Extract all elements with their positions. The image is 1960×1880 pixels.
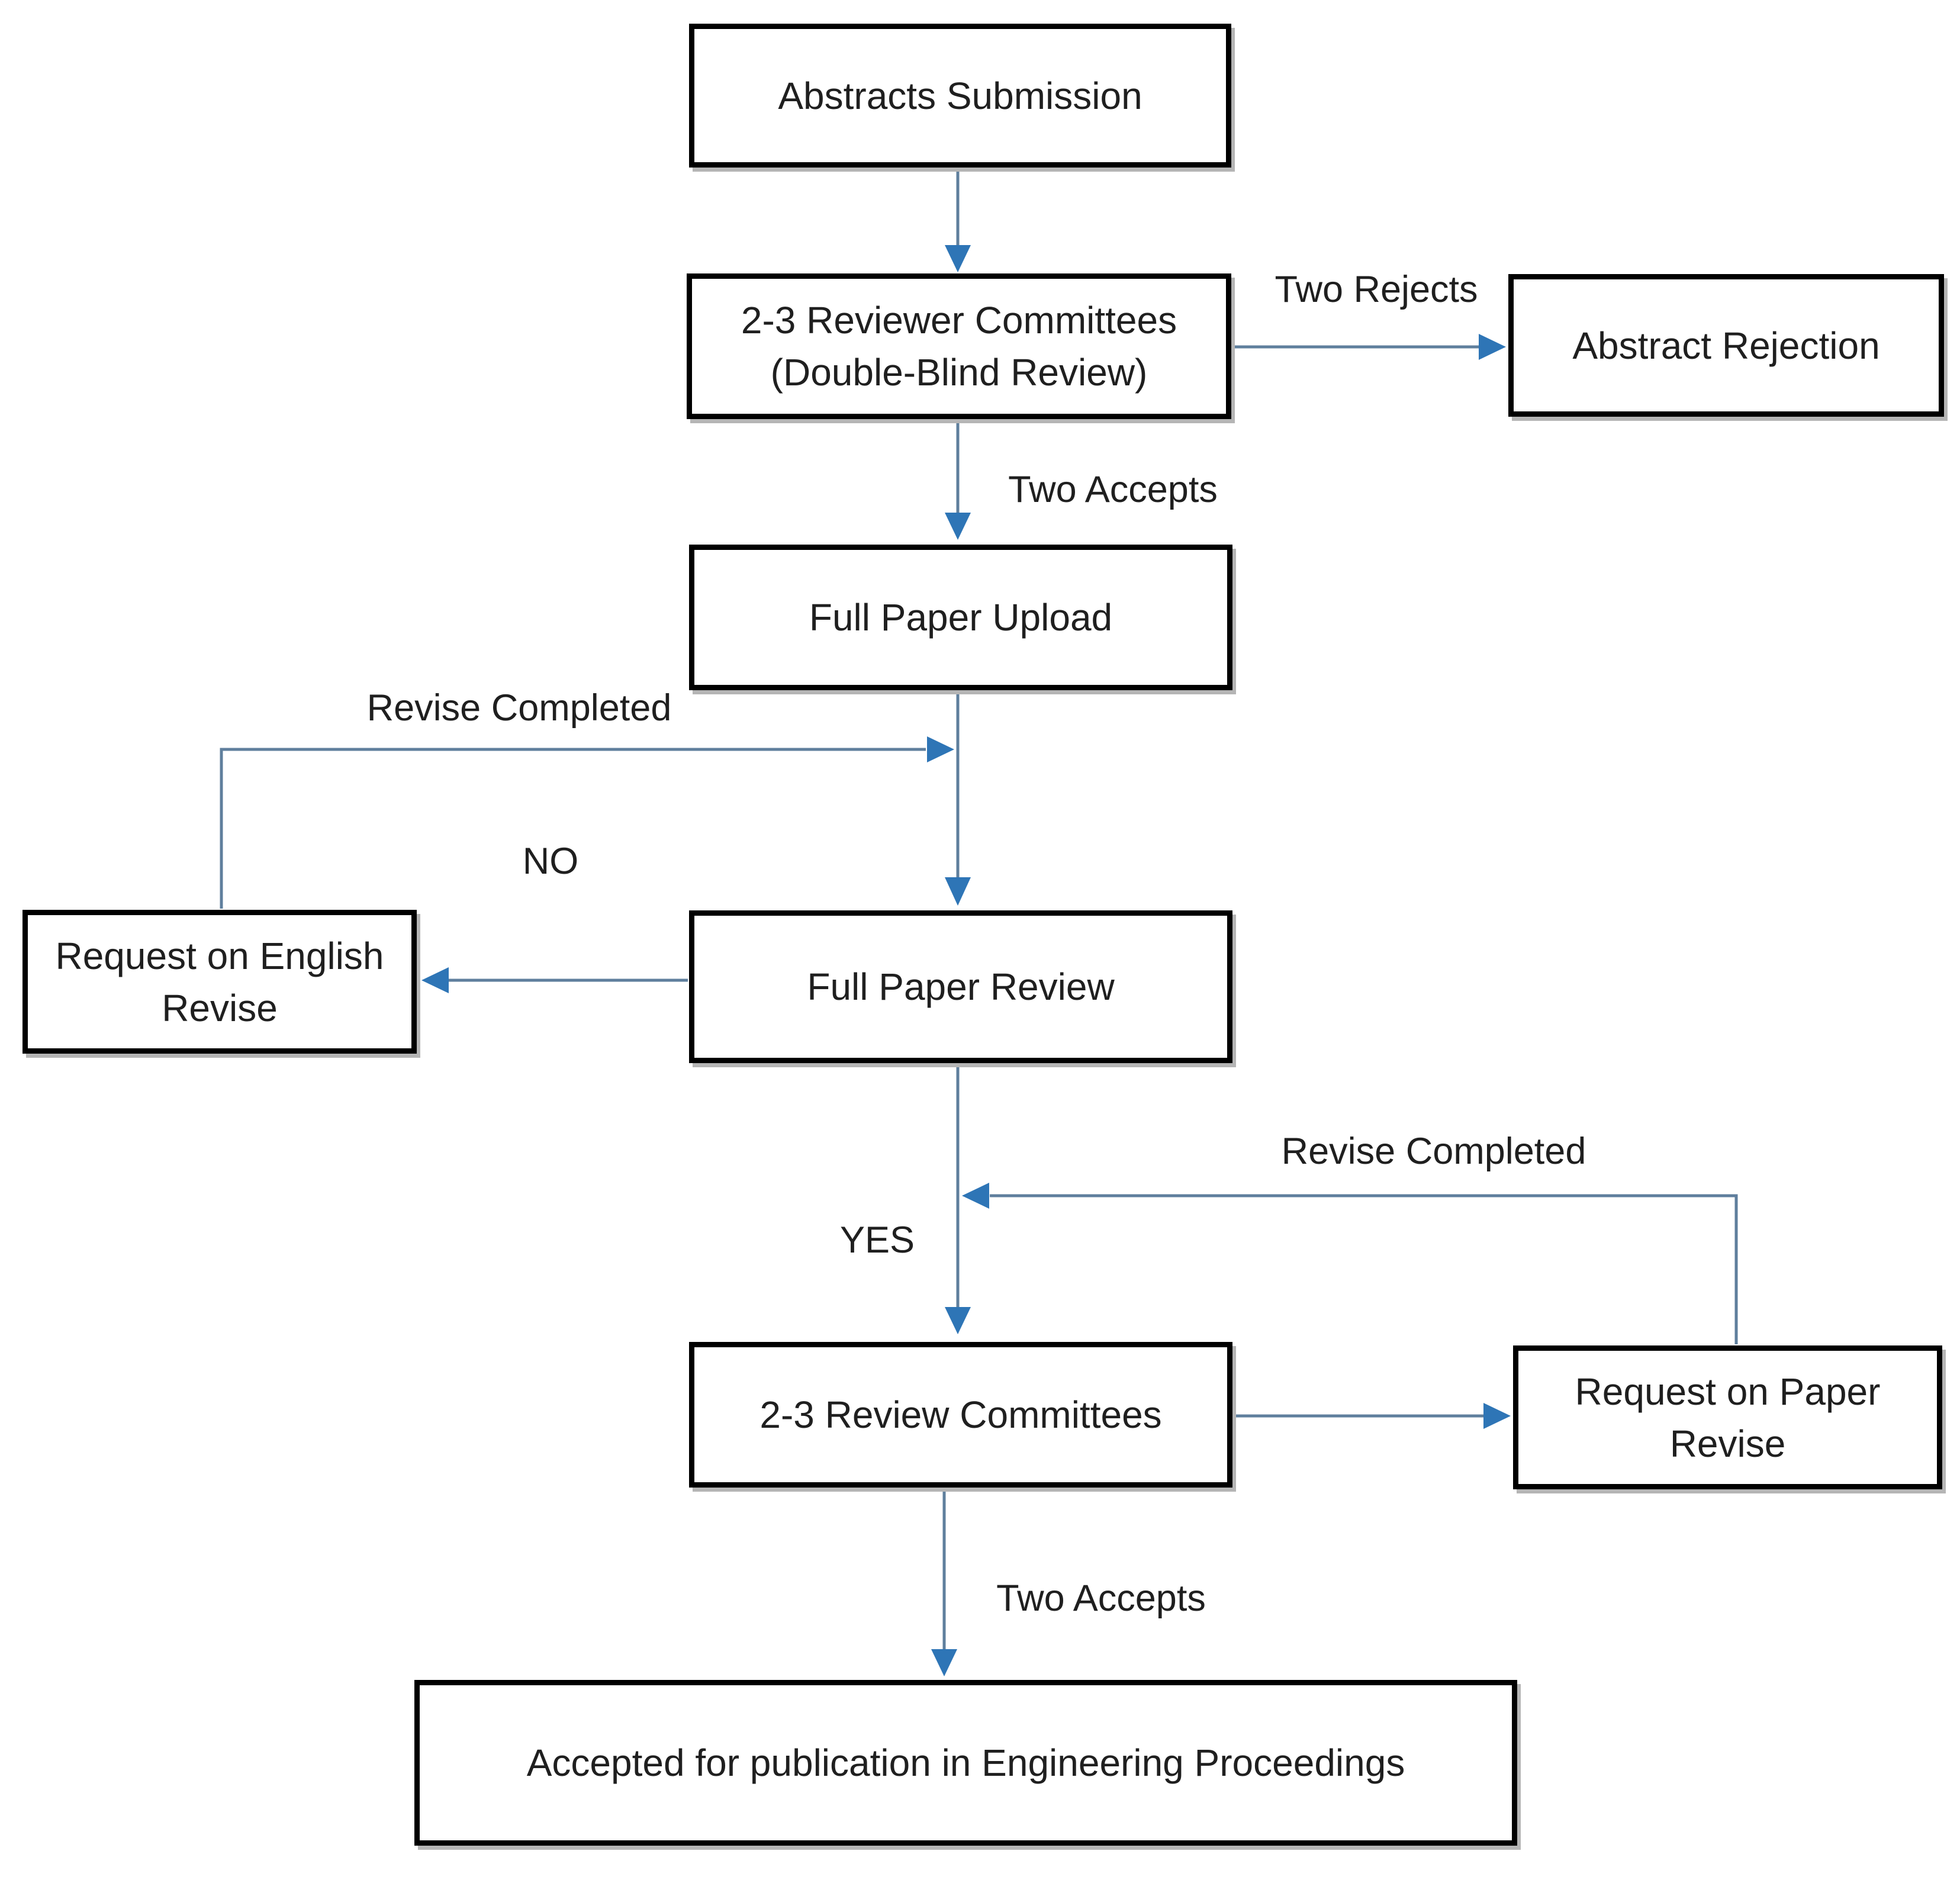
node-full-paper-upload-label: Full Paper Upload — [809, 596, 1113, 639]
node-full-paper-upload: Full Paper Upload — [689, 545, 1232, 690]
node-request-english-revise: Request on English Revise — [22, 910, 417, 1054]
node-abstracts-submission-label: Abstracts Submission — [778, 74, 1142, 117]
edge-review-committees-to-accepted — [931, 1489, 957, 1676]
node-reviewer-committees-line2: (Double-Blind Review) — [770, 351, 1148, 394]
node-abstract-rejection: Abstract Rejection — [1508, 274, 1944, 417]
node-abstracts-submission: Abstracts Submission — [689, 24, 1231, 168]
edge-paper-revise-feedback — [962, 1183, 1738, 1344]
edge-submission-to-committees — [945, 168, 971, 272]
node-request-paper-revise: Request on Paper Revise — [1513, 1345, 1942, 1489]
arrowhead-right — [927, 736, 954, 762]
node-review-committees: 2-3 Review Committees — [689, 1342, 1232, 1488]
edge-upload-to-review — [945, 690, 971, 906]
edge-label-yes: YES — [839, 1219, 915, 1261]
edge-line — [990, 1194, 1738, 1344]
edge-label-two-rejects: Two Rejects — [1275, 269, 1478, 310]
arrowhead-left — [962, 1183, 989, 1209]
arrowhead-down — [945, 1307, 971, 1334]
node-abstract-rejection-label: Abstract Rejection — [1572, 324, 1880, 367]
edge-review-to-english-revise — [421, 967, 688, 993]
node-accepted-publication-label: Accepted for publication in Engineering … — [526, 1741, 1405, 1784]
arrowhead-down — [945, 245, 971, 272]
edge-review-to-review-committees — [945, 1064, 971, 1334]
edge-label-revise-completed-right: Revise Completed — [1281, 1131, 1586, 1172]
edge-english-revise-feedback — [220, 736, 954, 909]
node-full-paper-review-label: Full Paper Review — [807, 965, 1115, 1008]
node-accepted-publication: Accepted for publication in Engineering … — [414, 1680, 1517, 1846]
arrowhead-left — [421, 967, 449, 993]
node-reviewer-committees: 2-3 Reviewer Committees (Double-Blind Re… — [687, 273, 1231, 419]
node-request-english-revise-line2: Revise — [162, 986, 278, 1029]
edge-label-no: NO — [522, 841, 579, 882]
edge-committees-to-upload — [945, 420, 971, 540]
node-full-paper-review: Full Paper Review — [689, 910, 1232, 1063]
arrowhead-right — [1479, 334, 1506, 360]
edge-review-committees-to-paper-revise — [1234, 1403, 1511, 1429]
arrowhead-down — [945, 513, 971, 540]
arrowhead-down — [945, 877, 971, 906]
node-request-paper-revise-line2: Revise — [1669, 1422, 1786, 1465]
edge-label-two-accepts-bottom: Two Accepts — [996, 1578, 1206, 1619]
edge-label-two-accepts-top: Two Accepts — [1008, 469, 1218, 510]
node-request-english-revise-line1: Request on English — [55, 934, 384, 977]
edge-line — [220, 748, 926, 909]
edge-committees-to-rejection — [1232, 334, 1506, 360]
node-review-committees-label: 2-3 Review Committees — [759, 1393, 1162, 1436]
edge-label-revise-completed-left: Revise Completed — [366, 687, 672, 729]
node-request-paper-revise-line1: Request on Paper — [1575, 1370, 1881, 1413]
arrowhead-down — [931, 1649, 957, 1676]
arrowhead-right — [1483, 1403, 1511, 1429]
node-reviewer-committees-line1: 2-3 Reviewer Committees — [741, 299, 1177, 342]
